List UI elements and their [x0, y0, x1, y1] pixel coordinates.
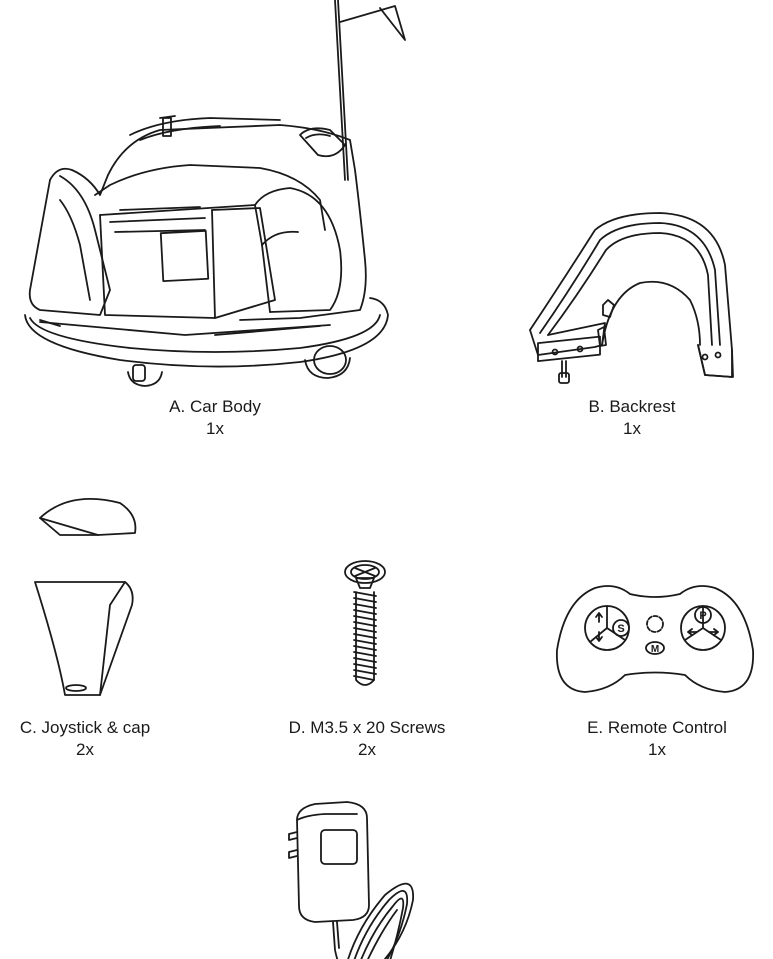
caption-screws: D. M3.5 x 20 Screws 2x: [267, 717, 467, 761]
part-car-body: [0, 0, 430, 390]
right-button-cluster: [681, 606, 725, 650]
button-p[interactable]: [695, 607, 711, 623]
caption-backrest: B. Backrest 1x: [532, 396, 732, 440]
part-joystick-and-cap: [30, 495, 140, 700]
part-quantity: 1x: [648, 740, 666, 759]
part-remote-control: S M P: [555, 580, 755, 700]
part-power-adapter: [285, 800, 445, 959]
part-quantity: 1x: [206, 419, 224, 438]
part-label: D. M3.5 x 20 Screws: [288, 718, 446, 737]
part-quantity: 1x: [623, 419, 641, 438]
button-p-label: P: [699, 610, 706, 622]
car-body-illustration: [0, 0, 430, 390]
part-quantity: 2x: [76, 740, 94, 759]
part-screws: [340, 558, 390, 693]
part-label: B. Backrest: [588, 397, 676, 416]
button-m[interactable]: [646, 642, 664, 654]
part-label: A. Car Body: [169, 397, 261, 416]
button-s[interactable]: [613, 620, 629, 636]
remote-control-illustration: S M P: [555, 580, 755, 700]
part-backrest: [520, 205, 750, 385]
power-adapter-illustration: [285, 800, 445, 959]
button-m-label: M: [651, 644, 659, 655]
caption-joystick-and-cap: C. Joystick & cap 2x: [0, 717, 170, 761]
screw-illustration: [340, 558, 390, 693]
backrest-illustration: [520, 205, 750, 385]
caption-car-body: A. Car Body 1x: [115, 396, 315, 440]
part-quantity: 2x: [358, 740, 376, 759]
power-indicator: [647, 616, 663, 632]
button-s-label: S: [617, 623, 624, 635]
part-label: E. Remote Control: [587, 718, 727, 737]
joystick-and-cap-illustration: [30, 495, 140, 700]
part-label: C. Joystick & cap: [19, 718, 151, 737]
caption-remote-control: E. Remote Control 1x: [557, 717, 757, 761]
